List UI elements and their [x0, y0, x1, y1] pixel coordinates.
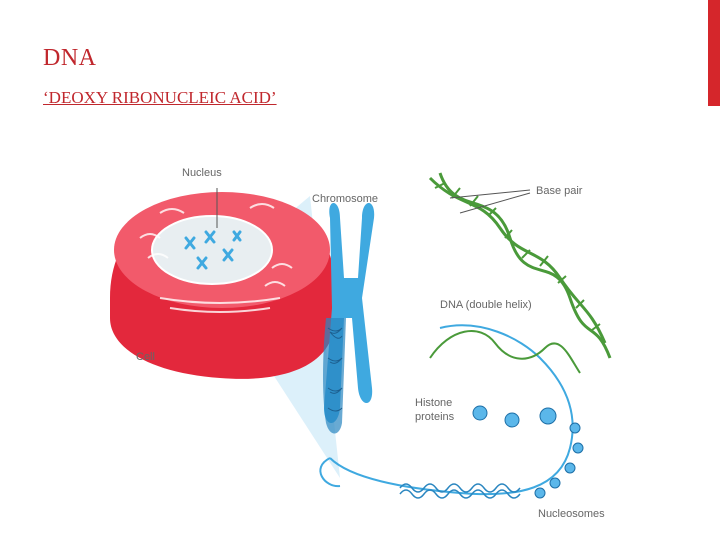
label-cell: Cell: [136, 351, 155, 363]
label-chromosome: Chromosome: [312, 193, 378, 205]
label-nucleosomes: Nucleosomes: [538, 508, 605, 520]
label-base-pair: Base pair: [536, 185, 583, 197]
slide-subtitle: ‘DEOXY RIBONUCLEIC ACID’: [43, 88, 277, 107]
label-dna-double-helix: DNA (double helix): [440, 299, 532, 311]
label-nucleus: Nucleus: [182, 167, 222, 179]
cell-illustration: [110, 188, 335, 379]
label-histone-line1: Histone: [415, 397, 452, 409]
coiled-fiber: [399, 483, 521, 499]
nucleosome-chain: [319, 324, 574, 496]
dna-double-helix: [428, 172, 612, 359]
green-loop: [429, 330, 581, 374]
chromosome-illustration: [323, 203, 375, 434]
dna-diagram: Nucleus Chromosome Base pair DNA (double…: [110, 167, 612, 520]
slide-title: DNA: [43, 45, 97, 71]
histone-beads: [472, 405, 584, 499]
accent-bar: [708, 0, 720, 106]
label-histone-line2: proteins: [415, 411, 455, 423]
